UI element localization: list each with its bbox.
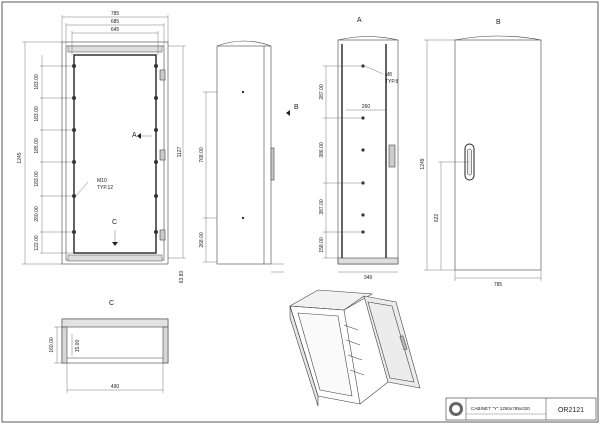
side-points <box>241 90 245 220</box>
title-block: CABINET "Y" 1250x785x320 OR2121 <box>445 397 597 421</box>
mounting-hole <box>154 96 158 100</box>
back-b-dim-height: 1249 <box>420 158 426 169</box>
section-c-dim-left: 160.00 <box>49 337 55 353</box>
side-view-b-marker: B <box>294 104 299 111</box>
front-section-c-marker: C <box>112 219 117 226</box>
section-a-dim-inner-width: 260 <box>362 104 371 110</box>
side-dim-lower: 268.00 <box>199 232 205 248</box>
section-c-title: C <box>109 300 114 307</box>
title-block-code: OR2121 <box>558 407 584 414</box>
section-a-callout-typ: TYP.8 <box>385 79 398 85</box>
section-a-dim-lower: 387.00 <box>319 199 325 215</box>
front-hinge-right-3 <box>159 229 166 241</box>
front-dim-opening-width: 645 <box>111 27 120 33</box>
section-c-left-wall <box>61 326 68 364</box>
mounting-hole <box>154 128 158 132</box>
section-c-text: C 160.00 15.00 490 <box>49 300 119 390</box>
section-a-text: A M8 TYP.8 287.00 260 386.00 387.00 158.… <box>319 17 398 281</box>
title-block-frame <box>445 397 597 421</box>
side-dim-base: 63.80 <box>179 271 185 284</box>
mounting-hole <box>154 160 158 164</box>
front-dim-pitch-5: 260.00 <box>34 206 40 222</box>
front-dim-pitch-1: 183.00 <box>34 74 40 90</box>
mounting-hole <box>241 216 245 220</box>
front-dimension-lines <box>22 15 186 265</box>
back-b-view <box>424 35 542 281</box>
mounting-hole <box>361 148 365 152</box>
front-mounting-holes <box>72 64 158 234</box>
arrow-c <box>112 242 118 246</box>
side-body <box>216 45 272 265</box>
mounting-hole <box>241 90 245 94</box>
side-view <box>203 40 284 273</box>
section-a-dims <box>323 65 398 273</box>
front-dim-overall-width: 785 <box>111 11 120 17</box>
section-a-latch <box>388 144 396 168</box>
front-callout-typ: TYP.12 <box>97 185 113 191</box>
front-dim-pitch-6: 122.00 <box>34 235 40 251</box>
iso-door-inner <box>367 301 415 383</box>
title-block-description: CABINET "Y" 1250x785x320 <box>471 406 530 411</box>
section-a-dim-bottom: 158.00 <box>319 237 325 253</box>
section-c-dim-width: 490 <box>111 384 120 390</box>
section-a-base <box>337 257 399 265</box>
front-dim-inner-width: 685 <box>111 19 120 25</box>
section-c-right-wall <box>162 326 169 364</box>
arrow-b <box>286 110 290 116</box>
front-callout-bolt: M10 <box>97 178 107 184</box>
front-door-opening <box>73 54 157 254</box>
side-handle <box>270 147 275 181</box>
back-b-title: B <box>496 19 501 26</box>
front-bottom-rail <box>67 254 163 262</box>
front-dim-pitch-4: 183.00 <box>34 171 40 187</box>
front-dim-pitch-2: 183.00 <box>34 106 40 122</box>
front-outer-frame <box>61 41 169 265</box>
front-view <box>61 41 169 265</box>
mounting-hole <box>361 213 365 217</box>
front-inner-frame <box>65 45 165 261</box>
back-b-dim-width: 785 <box>494 282 503 288</box>
back-b-body <box>454 39 542 271</box>
back-b-text: B 1249 622 785 <box>420 19 502 288</box>
side-dimension-text: 768.00 268.00 63.80 B <box>179 104 299 283</box>
section-c-view <box>54 318 169 393</box>
section-a-dim-mid: 386.00 <box>319 142 325 158</box>
front-hinge-right <box>159 69 166 81</box>
section-a-top-cap <box>337 36 399 41</box>
section-a-view <box>337 36 399 265</box>
iso-door-panel <box>363 295 421 389</box>
iso-body-interior <box>297 312 353 397</box>
section-c-dim-small: 15.00 <box>75 340 81 353</box>
back-b-top-cap <box>454 35 542 41</box>
section-a-dim-depth: 349 <box>364 275 373 281</box>
iso-door-handle <box>399 335 408 351</box>
front-dim-overall-height: 1245 <box>17 152 23 163</box>
side-top-cap <box>216 40 272 47</box>
front-dim-inner-height: 1127 <box>177 146 183 157</box>
front-dim-pitch-3: 185.00 <box>34 138 40 154</box>
isometric-view <box>288 289 421 407</box>
side-dim-upper: 768.00 <box>199 147 205 163</box>
section-a-title: A <box>357 17 362 24</box>
back-b-dim-handle: 622 <box>434 214 440 223</box>
front-hinge-right-2 <box>159 149 166 161</box>
section-c-top-rail <box>61 318 169 328</box>
mounting-hole <box>154 194 158 198</box>
section-a-callout-bolt: M8 <box>385 72 392 78</box>
mounting-hole <box>154 64 158 68</box>
front-section-a-marker: A <box>132 132 137 139</box>
section-a-dim-top: 287.00 <box>319 84 325 100</box>
front-top-rail <box>67 45 163 53</box>
arrow-a <box>137 133 141 139</box>
section-a-holes <box>361 64 365 234</box>
mounting-hole <box>154 230 158 234</box>
front-dimension-text: 785 685 645 1245 183.00 183.00 185.00 18… <box>17 11 183 251</box>
